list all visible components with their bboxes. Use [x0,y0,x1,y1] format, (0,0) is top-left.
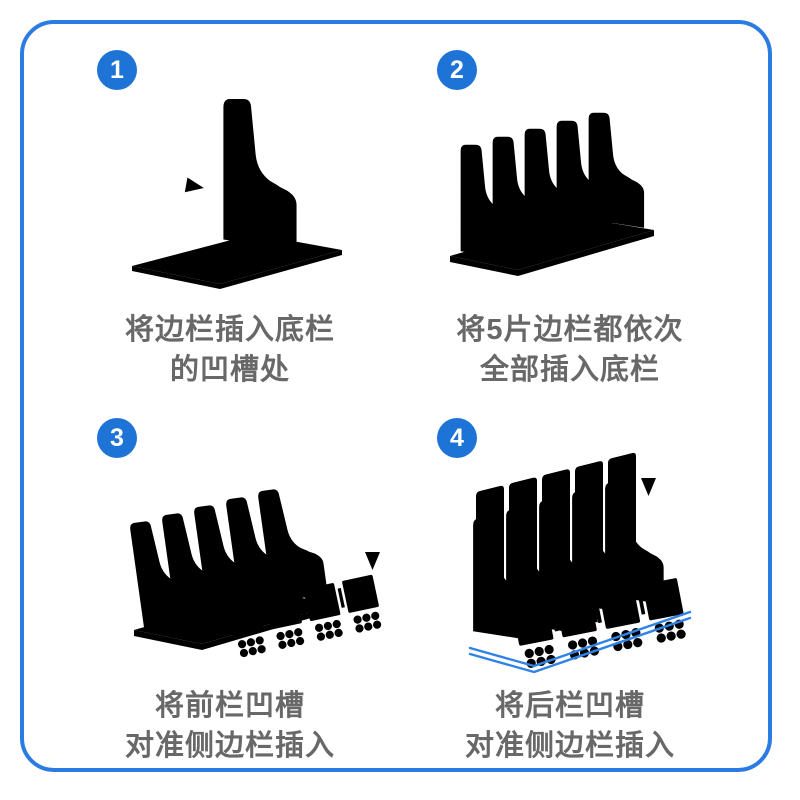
step-1-caption-line1: 将边栏插入底栏 [124,314,335,346]
step-3-caption-line1: 将前栏凹槽 [154,690,305,722]
step-1-number: 1 [110,55,124,84]
step-3-section: 3 将前栏凹槽 对准侧边栏插入 [60,408,400,768]
step-3-illustration [128,466,384,659]
insert-arrow-down-icon [641,454,656,496]
step-4-caption-line2: 对准侧边栏插入 [464,730,675,762]
step-3-number: 3 [110,423,124,452]
step-4-caption: 将后栏凹槽 对准侧边栏插入 [400,686,740,766]
step-3-badge: 3 [97,418,137,458]
step-2-caption-line2: 全部插入底栏 [479,354,660,386]
base-rim [470,612,690,672]
step-2-illustration [450,92,654,276]
step-4-number: 4 [450,423,464,452]
side-panel [589,113,644,238]
step-1-illustration [128,92,350,304]
step-4-illustration [454,452,710,712]
step-1-caption-line2: 的凹槽处 [169,354,290,386]
insert-arrow-right-icon [159,172,206,196]
step-3-caption: 将前栏凹槽 对准侧边栏插入 [60,686,400,766]
insert-arrow-down-icon [365,528,380,570]
step-1-caption: 将边栏插入底栏 的凹槽处 [60,310,400,390]
step-4-badge: 4 [437,418,477,458]
step-3-caption-line2: 对准侧边栏插入 [124,730,335,762]
step-2-caption-line1: 将5片边栏都依次 [456,314,684,346]
step-1-badge: 1 [97,50,137,90]
base-grid [131,234,343,289]
side-panel [223,99,296,264]
rounded-border-frame [20,20,772,772]
step-2-number: 2 [450,55,464,84]
step-2-caption: 将5片边栏都依次 全部插入底栏 [400,310,740,390]
step-1-section: 1 将边栏插入底栏 的凹槽处 [60,40,400,400]
step-4-section: 4 将后栏凹槽 对准侧边栏插入 [400,408,740,768]
step-4-caption-line1: 将后栏凹槽 [494,690,645,722]
step-2-section: 2 将5片边栏都依次 全部插入底栏 [400,40,740,400]
step-2-badge: 2 [437,50,477,90]
